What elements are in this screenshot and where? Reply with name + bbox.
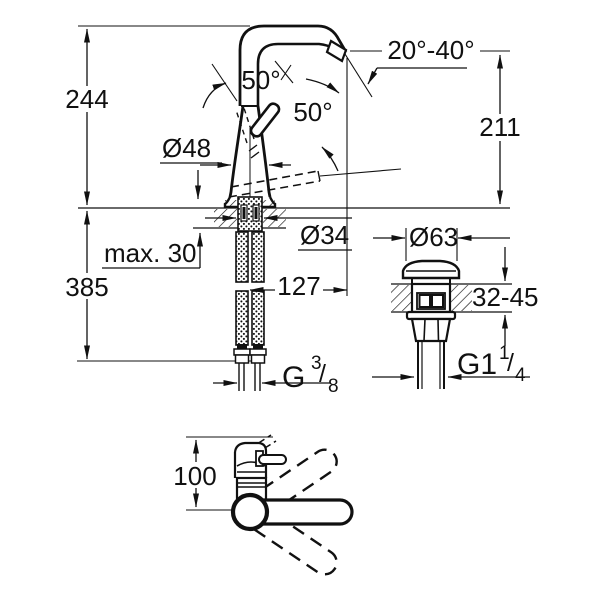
swivel-angle-tick-left [211,63,238,102]
spout-aerator-tip [325,39,348,63]
hose-fitting-left-cap [237,344,247,349]
plan-swivel-ring [230,492,270,532]
dim-127-label: 127 [277,271,320,301]
supply-thread-denominator: 8 [328,376,339,397]
drain-body-inner [416,292,446,310]
drain-deck-hatch-left [391,285,412,311]
drain-nut-facet-left [423,318,426,342]
lever-alt-position-dash-1 [235,109,248,144]
dim-385-label: 385 [65,272,108,302]
hose-fitting-left-nut [234,354,250,364]
plan-lever-pin [258,454,287,465]
dim-244-mask [63,86,111,112]
dim-100-label: 100 [173,461,216,491]
drain-window-left [418,294,431,308]
drain-deck-hatch-right [450,285,472,311]
swivel-angle-tick-right [274,60,294,84]
hose-fitting-right-nut [250,354,266,364]
waste-thread-base: G1 [457,348,497,381]
hose-fitting-right-cap [253,344,263,349]
dim-dia48-label: Ø48 [162,133,211,163]
supply-thread-slash: / [319,360,326,388]
spout-swivel-dashed-down [244,502,338,576]
drain-hex-nut [410,317,452,343]
waste-thread-slash: / [507,349,514,377]
supply-hose-right-upper [251,231,265,283]
spout-outer-profile [238,24,348,106]
lever-handle [249,102,281,138]
lever-detail-dash-1 [250,151,260,159]
gasket-hatch-left [225,200,239,207]
body-left-profile [228,105,245,198]
dim-dia34-label: Ø34 [300,220,349,250]
supply-thread-numerator: 3 [311,353,322,374]
supply-hose-left-lower [235,290,249,346]
dim-211-mask [476,114,524,141]
lever-detail-dash-2 [248,144,258,152]
dim-dia63-label: Ø63 [409,222,458,252]
plan-spout-capsule [250,498,354,526]
angle-range-ref-diagonal [344,53,373,98]
angle-range-arrow [367,67,378,85]
waste-thread-numerator: 1 [499,343,510,364]
max-deck-thickness-label: max. 30 [104,238,197,268]
supply-hose-left-upper [235,231,249,283]
lever-angle-label: 50° [293,97,332,127]
lever-open-dash-end [317,170,321,182]
plan-body-top-cap [233,441,268,453]
drain-cap [401,259,461,280]
dim-100-mask [172,462,219,488]
lever-alt-position-dash-2 [242,104,255,140]
supply-thread-base: G [282,361,305,394]
hose-fitting-left-body [233,348,251,356]
spout-swivel-dashed-up [244,448,338,522]
waste-thread-denominator: 4 [515,365,526,386]
swivel-angle-label: 50° [241,65,280,95]
front-view: 50° 50° 244 385 Ø48 20°-40° 211 [62,24,524,397]
mounting-stud-left-core [242,207,246,219]
swivel-angle-arc-right [305,78,340,94]
deck-thickness-range-label: 32-45 [472,282,539,312]
swivel-angle-tick-cross [280,64,292,81]
lever-open-dash-top [230,170,319,188]
hose-fitting-right-body [249,348,267,356]
lever-axis-extension [319,168,402,177]
lever-angle-arc [321,146,339,172]
dim-211-label: 211 [479,112,520,142]
dim-385-mask [62,273,112,299]
dim-244-label: 244 [65,84,108,114]
drain-valve-view: Ø63 32-45 G1 1 / [372,222,539,389]
outlet-angle-range-label: 20°-40° [387,35,474,65]
lever-open-dash-bottom [228,180,321,198]
dim-127-mask [275,274,323,299]
gasket-hatch-right [261,200,275,207]
drain-nut-facet-right [437,318,440,342]
angle-range-mask [382,36,480,64]
supply-hose-right-lower [251,290,265,346]
mounting-stud-right-core [254,207,258,219]
drain-window-right [431,294,444,308]
swivel-angle-arc-left [202,82,227,109]
plan-view: 100 [172,434,354,576]
